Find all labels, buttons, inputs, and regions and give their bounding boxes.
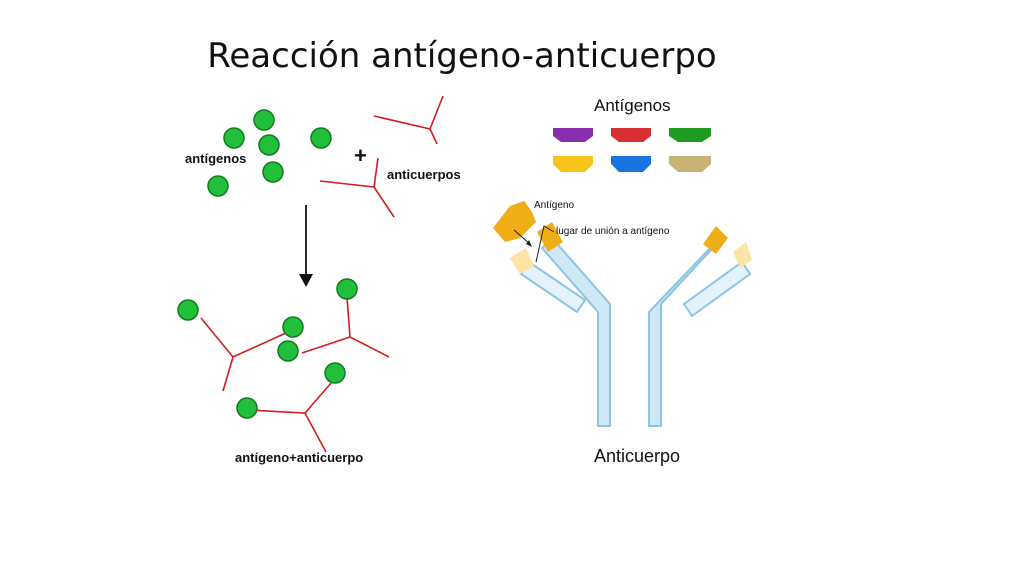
antigen-shape-yellow bbox=[553, 156, 593, 172]
antigen-shape-green bbox=[669, 128, 711, 142]
complex-antigens bbox=[177, 278, 358, 419]
binding-site-left-light bbox=[510, 248, 534, 274]
antibody-label: Anticuerpo bbox=[594, 446, 681, 466]
antigens-label: antígenos bbox=[185, 151, 247, 166]
antigen-dot bbox=[207, 175, 229, 197]
heavy-chain-right bbox=[648, 237, 723, 427]
plus-sign: + bbox=[354, 143, 367, 168]
bound-antigen bbox=[493, 201, 536, 242]
antigen-shape-tan bbox=[669, 156, 711, 172]
antibody-y bbox=[346, 296, 390, 358]
antigen-shape-blue bbox=[611, 156, 651, 172]
complex-antibodies bbox=[200, 296, 390, 453]
antibody-y bbox=[373, 95, 444, 130]
free-antibodies bbox=[319, 95, 444, 218]
antibodies-label: anticuerpos bbox=[387, 167, 461, 182]
heavy-chain-left bbox=[540, 236, 611, 427]
antigen-label: Antígeno bbox=[534, 200, 575, 211]
antigen-dot bbox=[324, 362, 346, 384]
binding-site-right-heavy bbox=[703, 226, 728, 254]
complex-label: antígeno+anticuerpo bbox=[235, 450, 364, 465]
free-antigens bbox=[207, 109, 332, 197]
antigen-dot bbox=[223, 127, 245, 149]
antigen-dot bbox=[177, 299, 199, 321]
antigen-shape-red bbox=[611, 128, 651, 142]
antigens-header: Antígenos bbox=[594, 96, 671, 115]
light-chain-right bbox=[682, 260, 752, 318]
antibody-y bbox=[248, 381, 333, 414]
antigen-dot bbox=[236, 397, 258, 419]
antigen-shape-purple bbox=[553, 128, 593, 142]
antigen-dot bbox=[258, 134, 280, 156]
antigen-shapes bbox=[553, 128, 711, 172]
antibody-y bbox=[319, 157, 379, 188]
antigen-dot bbox=[310, 127, 332, 149]
reaction-arrow bbox=[299, 205, 313, 287]
antigen-dot bbox=[336, 278, 358, 300]
antigen-dot bbox=[253, 109, 275, 131]
antibody-structure bbox=[493, 201, 752, 427]
binding-site-label: lugar de unión a antígeno bbox=[556, 226, 670, 237]
antibody-y bbox=[200, 317, 234, 392]
antigen-dot bbox=[282, 316, 304, 338]
binding-site-right-light bbox=[733, 242, 752, 268]
antigen-dot bbox=[277, 340, 299, 362]
slide-title: Reacción antígeno-anticuerpo bbox=[207, 36, 717, 76]
antigen-dot bbox=[262, 161, 284, 183]
